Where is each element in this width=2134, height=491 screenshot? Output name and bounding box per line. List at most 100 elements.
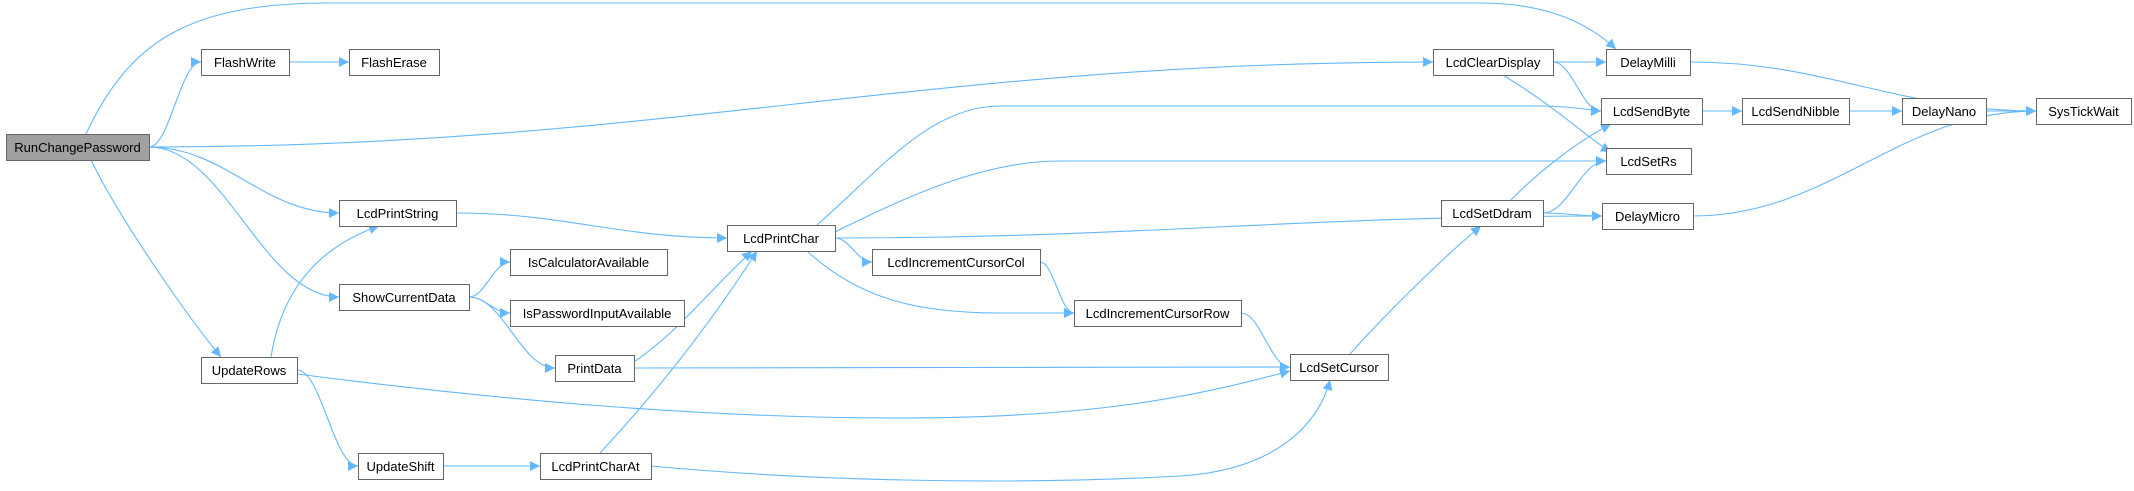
node-box (872, 249, 1041, 276)
node-is-calculator-available[interactable]: IsCalculatorAvailable (510, 249, 668, 276)
edge-lcd-print-char-to-lcd-send-byte (816, 105, 1602, 226)
node-lcd-increment-cursor-col[interactable]: LcdIncrementCursorCol (872, 249, 1041, 276)
node-lcd-increment-cursor-row[interactable]: LcdIncrementCursorRow (1074, 300, 1242, 327)
node-label: LcdIncrementCursorRow (1086, 306, 1230, 321)
node-label: LcdClearDisplay (1446, 55, 1541, 70)
edge-run-change-password-to-delay-milli (85, 2, 1617, 135)
edge-lcd-print-char-to-lcd-increment-cursor-row (806, 250, 1074, 318)
node-box (339, 284, 470, 311)
node-label: DelayNano (1912, 104, 1976, 119)
node-box (727, 225, 836, 252)
node-label: FlashWrite (214, 55, 276, 70)
node-sys-tick-wait[interactable]: SysTickWait (2036, 98, 2132, 125)
node-lcd-print-char[interactable]: LcdPrintChar (727, 225, 836, 252)
edge-lcd-print-char-at-to-lcd-print-char (599, 250, 758, 454)
edge-lcd-set-ddram-to-delay-micro (1542, 210, 1603, 221)
node-label: ShowCurrentData (352, 290, 456, 305)
node-box (6, 134, 150, 161)
node-lcd-clear-display[interactable]: LcdClearDisplay (1433, 49, 1554, 76)
node-lcd-print-char-at[interactable]: LcdPrintCharAt (540, 453, 652, 480)
node-delay-nano[interactable]: DelayNano (1902, 98, 1987, 125)
node-label: LcdSendNibble (1751, 104, 1839, 119)
node-box (339, 200, 457, 227)
node-label: IsCalculatorAvailable (528, 255, 649, 270)
node-box (201, 49, 290, 76)
node-lcd-set-rs[interactable]: LcdSetRs (1606, 148, 1692, 175)
node-label: FlashErase (361, 55, 427, 70)
node-flash-erase[interactable]: FlashErase (349, 49, 440, 76)
node-label: LcdSendByte (1613, 104, 1690, 119)
node-box (349, 49, 440, 76)
node-box (555, 355, 635, 382)
node-label: UpdateShift (367, 459, 435, 474)
edge-run-change-password-to-show-current-data (148, 146, 340, 302)
edge-delay-micro-to-sys-tick-wait (1692, 106, 2037, 217)
edge-print-data-to-lcd-set-cursor (633, 362, 1291, 373)
node-box (540, 453, 652, 480)
node-box (1602, 203, 1694, 230)
node-box (2036, 98, 2132, 125)
node-label: LcdSetDdram (1452, 206, 1531, 221)
edge-run-change-password-to-flash-write (148, 57, 202, 148)
node-lcd-print-string[interactable]: LcdPrintString (339, 200, 457, 227)
edge-show-current-data-to-is-password-input-available (468, 296, 511, 318)
node-label: RunChangePassword (14, 140, 140, 155)
node-run-change-password[interactable]: RunChangePassword (6, 134, 150, 161)
node-box (1742, 98, 1850, 125)
node-box (1606, 148, 1692, 175)
node-label: LcdPrintString (357, 206, 439, 221)
edge-update-rows-to-update-shift (296, 369, 359, 471)
edge-lcd-set-cursor-to-lcd-set-ddram (1349, 225, 1482, 355)
node-print-data[interactable]: PrintData (555, 355, 635, 382)
edge-update-rows-to-lcd-print-string (270, 224, 380, 358)
node-lcd-send-byte[interactable]: LcdSendByte (1601, 98, 1703, 125)
edge-lcd-print-char-to-lcd-set-rs (834, 156, 1606, 233)
edge-show-current-data-to-print-data (468, 296, 556, 373)
edge-run-change-password-to-lcd-print-string (148, 146, 340, 218)
edge-update-rows-to-lcd-set-cursor (296, 368, 1291, 419)
node-label: LcdPrintChar (743, 231, 820, 246)
edge-lcd-print-char-to-lcd-increment-cursor-col (834, 237, 873, 267)
node-label: LcdPrintCharAt (551, 459, 640, 474)
node-box (1441, 200, 1544, 227)
node-lcd-set-ddram[interactable]: LcdSetDdram (1441, 200, 1544, 227)
node-label: DelayMilli (1620, 55, 1676, 70)
node-box (1290, 354, 1389, 381)
node-is-password-input-available[interactable]: IsPasswordInputAvailable (510, 300, 685, 327)
node-delay-milli[interactable]: DelayMilli (1606, 49, 1691, 76)
node-box (1433, 49, 1554, 76)
node-box (1606, 49, 1691, 76)
edge-lcd-set-ddram-to-lcd-send-byte (1510, 123, 1612, 201)
node-update-rows[interactable]: UpdateRows (201, 357, 298, 384)
edge-print-data-to-lcd-print-char (633, 250, 753, 363)
node-flash-write[interactable]: FlashWrite (201, 49, 290, 76)
edge-lcd-increment-cursor-row-to-lcd-set-cursor (1240, 312, 1291, 372)
edge-lcd-increment-cursor-col-to-lcd-increment-cursor-row (1039, 261, 1075, 318)
node-delay-micro[interactable]: DelayMicro (1602, 203, 1694, 230)
node-box (1601, 98, 1703, 125)
node-label: IsPasswordInputAvailable (523, 306, 672, 321)
node-label: LcdIncrementCursorCol (887, 255, 1024, 270)
edge-lcd-print-char-at-to-lcd-set-cursor (650, 379, 1333, 482)
edge-show-current-data-to-is-calculator-available (468, 257, 511, 298)
node-show-current-data[interactable]: ShowCurrentData (339, 284, 470, 311)
edge-run-change-password-to-update-rows (90, 159, 222, 358)
node-lcd-send-nibble[interactable]: LcdSendNibble (1742, 98, 1850, 125)
node-box (1074, 300, 1242, 327)
node-lcd-set-cursor[interactable]: LcdSetCursor (1290, 354, 1389, 381)
edge-lcd-print-string-to-lcd-print-char (455, 212, 728, 243)
node-label: LcdSetCursor (1299, 360, 1379, 375)
node-update-shift[interactable]: UpdateShift (358, 453, 444, 480)
edge-lcd-clear-display-to-lcd-set-rs (1502, 74, 1612, 153)
node-label: PrintData (567, 361, 622, 376)
node-box (201, 357, 298, 384)
node-box (1902, 98, 1987, 125)
node-label: LcdSetRs (1620, 154, 1677, 169)
edge-lcd-clear-display-to-lcd-send-byte (1552, 61, 1602, 116)
node-box (510, 300, 685, 327)
node-box (358, 453, 444, 480)
edge-run-change-password-to-lcd-clear-display (148, 57, 1434, 148)
node-label: SysTickWait (2048, 104, 2119, 119)
